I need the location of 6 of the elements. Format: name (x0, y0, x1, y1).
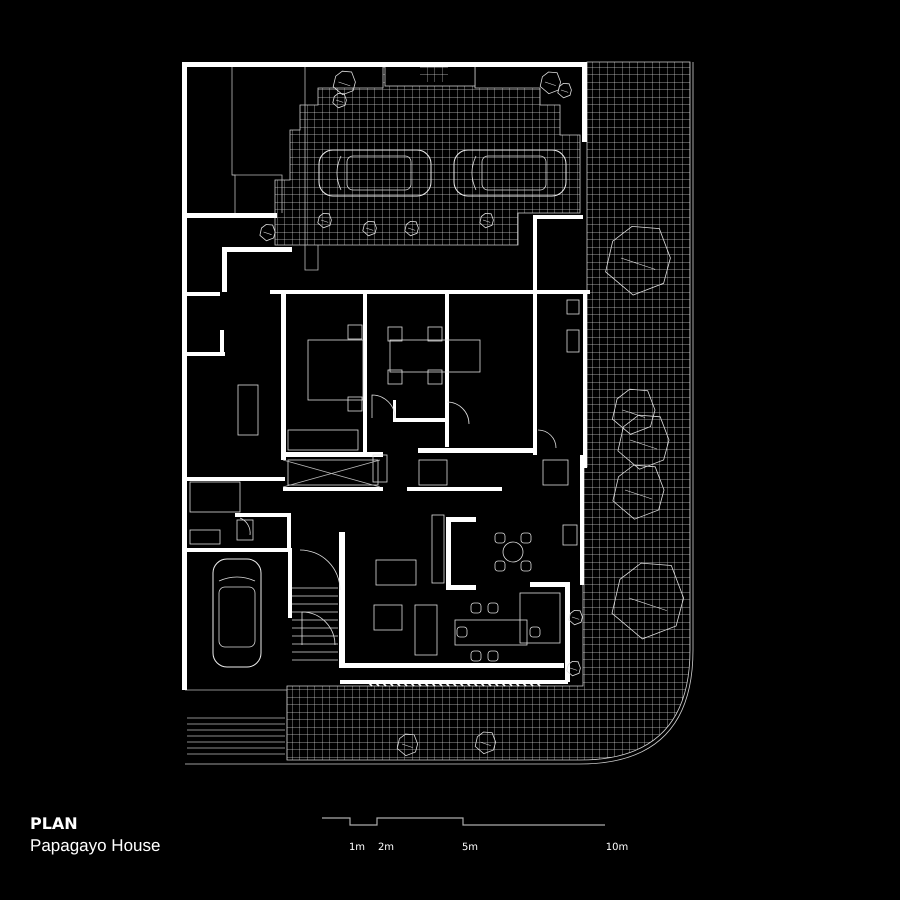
scale-label: 1m (348, 843, 366, 853)
project-name: Papagayo House (30, 837, 160, 854)
scale-label: 10m (606, 843, 628, 853)
scale-label: 2m (378, 843, 394, 853)
scale-label: 5m (462, 843, 478, 853)
plan-title: PLAN (30, 816, 78, 832)
